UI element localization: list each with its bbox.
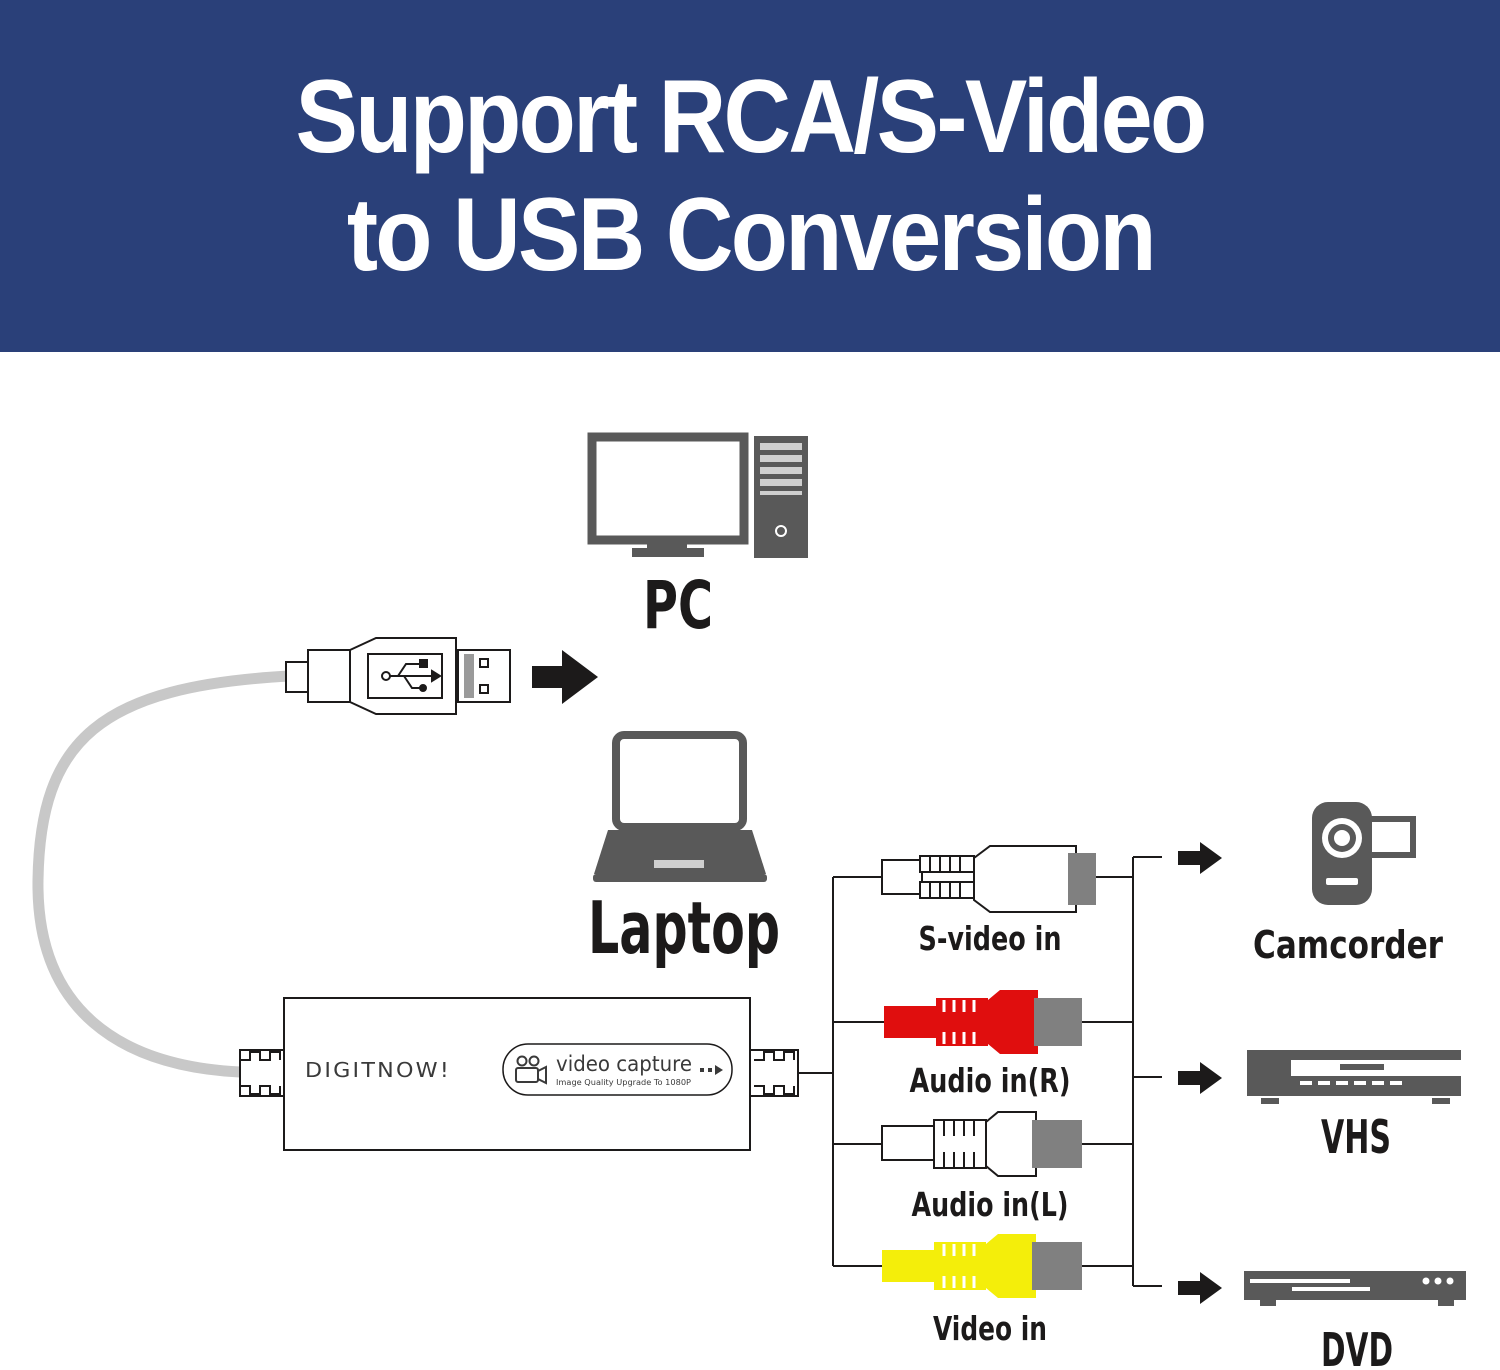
vhs-label: VHS xyxy=(1321,1110,1391,1164)
brand-label: DIGITNOW! xyxy=(305,1058,451,1082)
banner-title-line2: to USB Conversion xyxy=(346,177,1157,293)
audio-l-label: Audio in(L) xyxy=(912,1185,1069,1224)
arrow-right-icon xyxy=(1178,1062,1222,1094)
usb-cable xyxy=(32,670,291,1078)
usb-symbol-icon xyxy=(381,659,442,692)
arrow-right-icon xyxy=(1178,1272,1222,1304)
video-label: Video in xyxy=(933,1309,1047,1348)
banner-title-line1: Support RCA/S-Video xyxy=(295,59,1208,175)
laptop-label: Laptop xyxy=(588,886,780,970)
pc-label: PC xyxy=(643,567,713,644)
dvd-label: DVD xyxy=(1321,1323,1393,1370)
usb-to-pc-arrow-icon xyxy=(532,650,598,704)
camcorder-icon xyxy=(1312,802,1416,905)
audio-r-label: Audio in(R) xyxy=(910,1061,1071,1100)
input-wiring xyxy=(798,856,1162,1287)
svideo-connector xyxy=(881,845,1096,913)
capture-tagline: Image Quality Upgrade To 1080P xyxy=(556,1078,691,1087)
video-connector xyxy=(882,1234,1082,1298)
vhs-player-icon xyxy=(1247,1050,1463,1104)
audio-l-connector xyxy=(881,1111,1082,1177)
header-banner: Support RCA/S-Video to USB Conversion xyxy=(0,0,1500,352)
dvd-player-icon xyxy=(1244,1271,1466,1306)
camcorder-label: Camcorder xyxy=(1253,923,1443,967)
video-camera-icon xyxy=(515,1055,547,1085)
audio-r-connector xyxy=(884,990,1082,1054)
laptop-icon xyxy=(593,731,767,882)
arrow-right-icon xyxy=(1178,842,1222,874)
capture-label: video capture xyxy=(556,1052,692,1076)
connection-diagram: PC xyxy=(32,432,1466,1370)
svideo-label: S-video in xyxy=(919,919,1062,958)
computer-icon xyxy=(587,432,808,558)
dotted-arrow-icon xyxy=(700,1065,723,1075)
